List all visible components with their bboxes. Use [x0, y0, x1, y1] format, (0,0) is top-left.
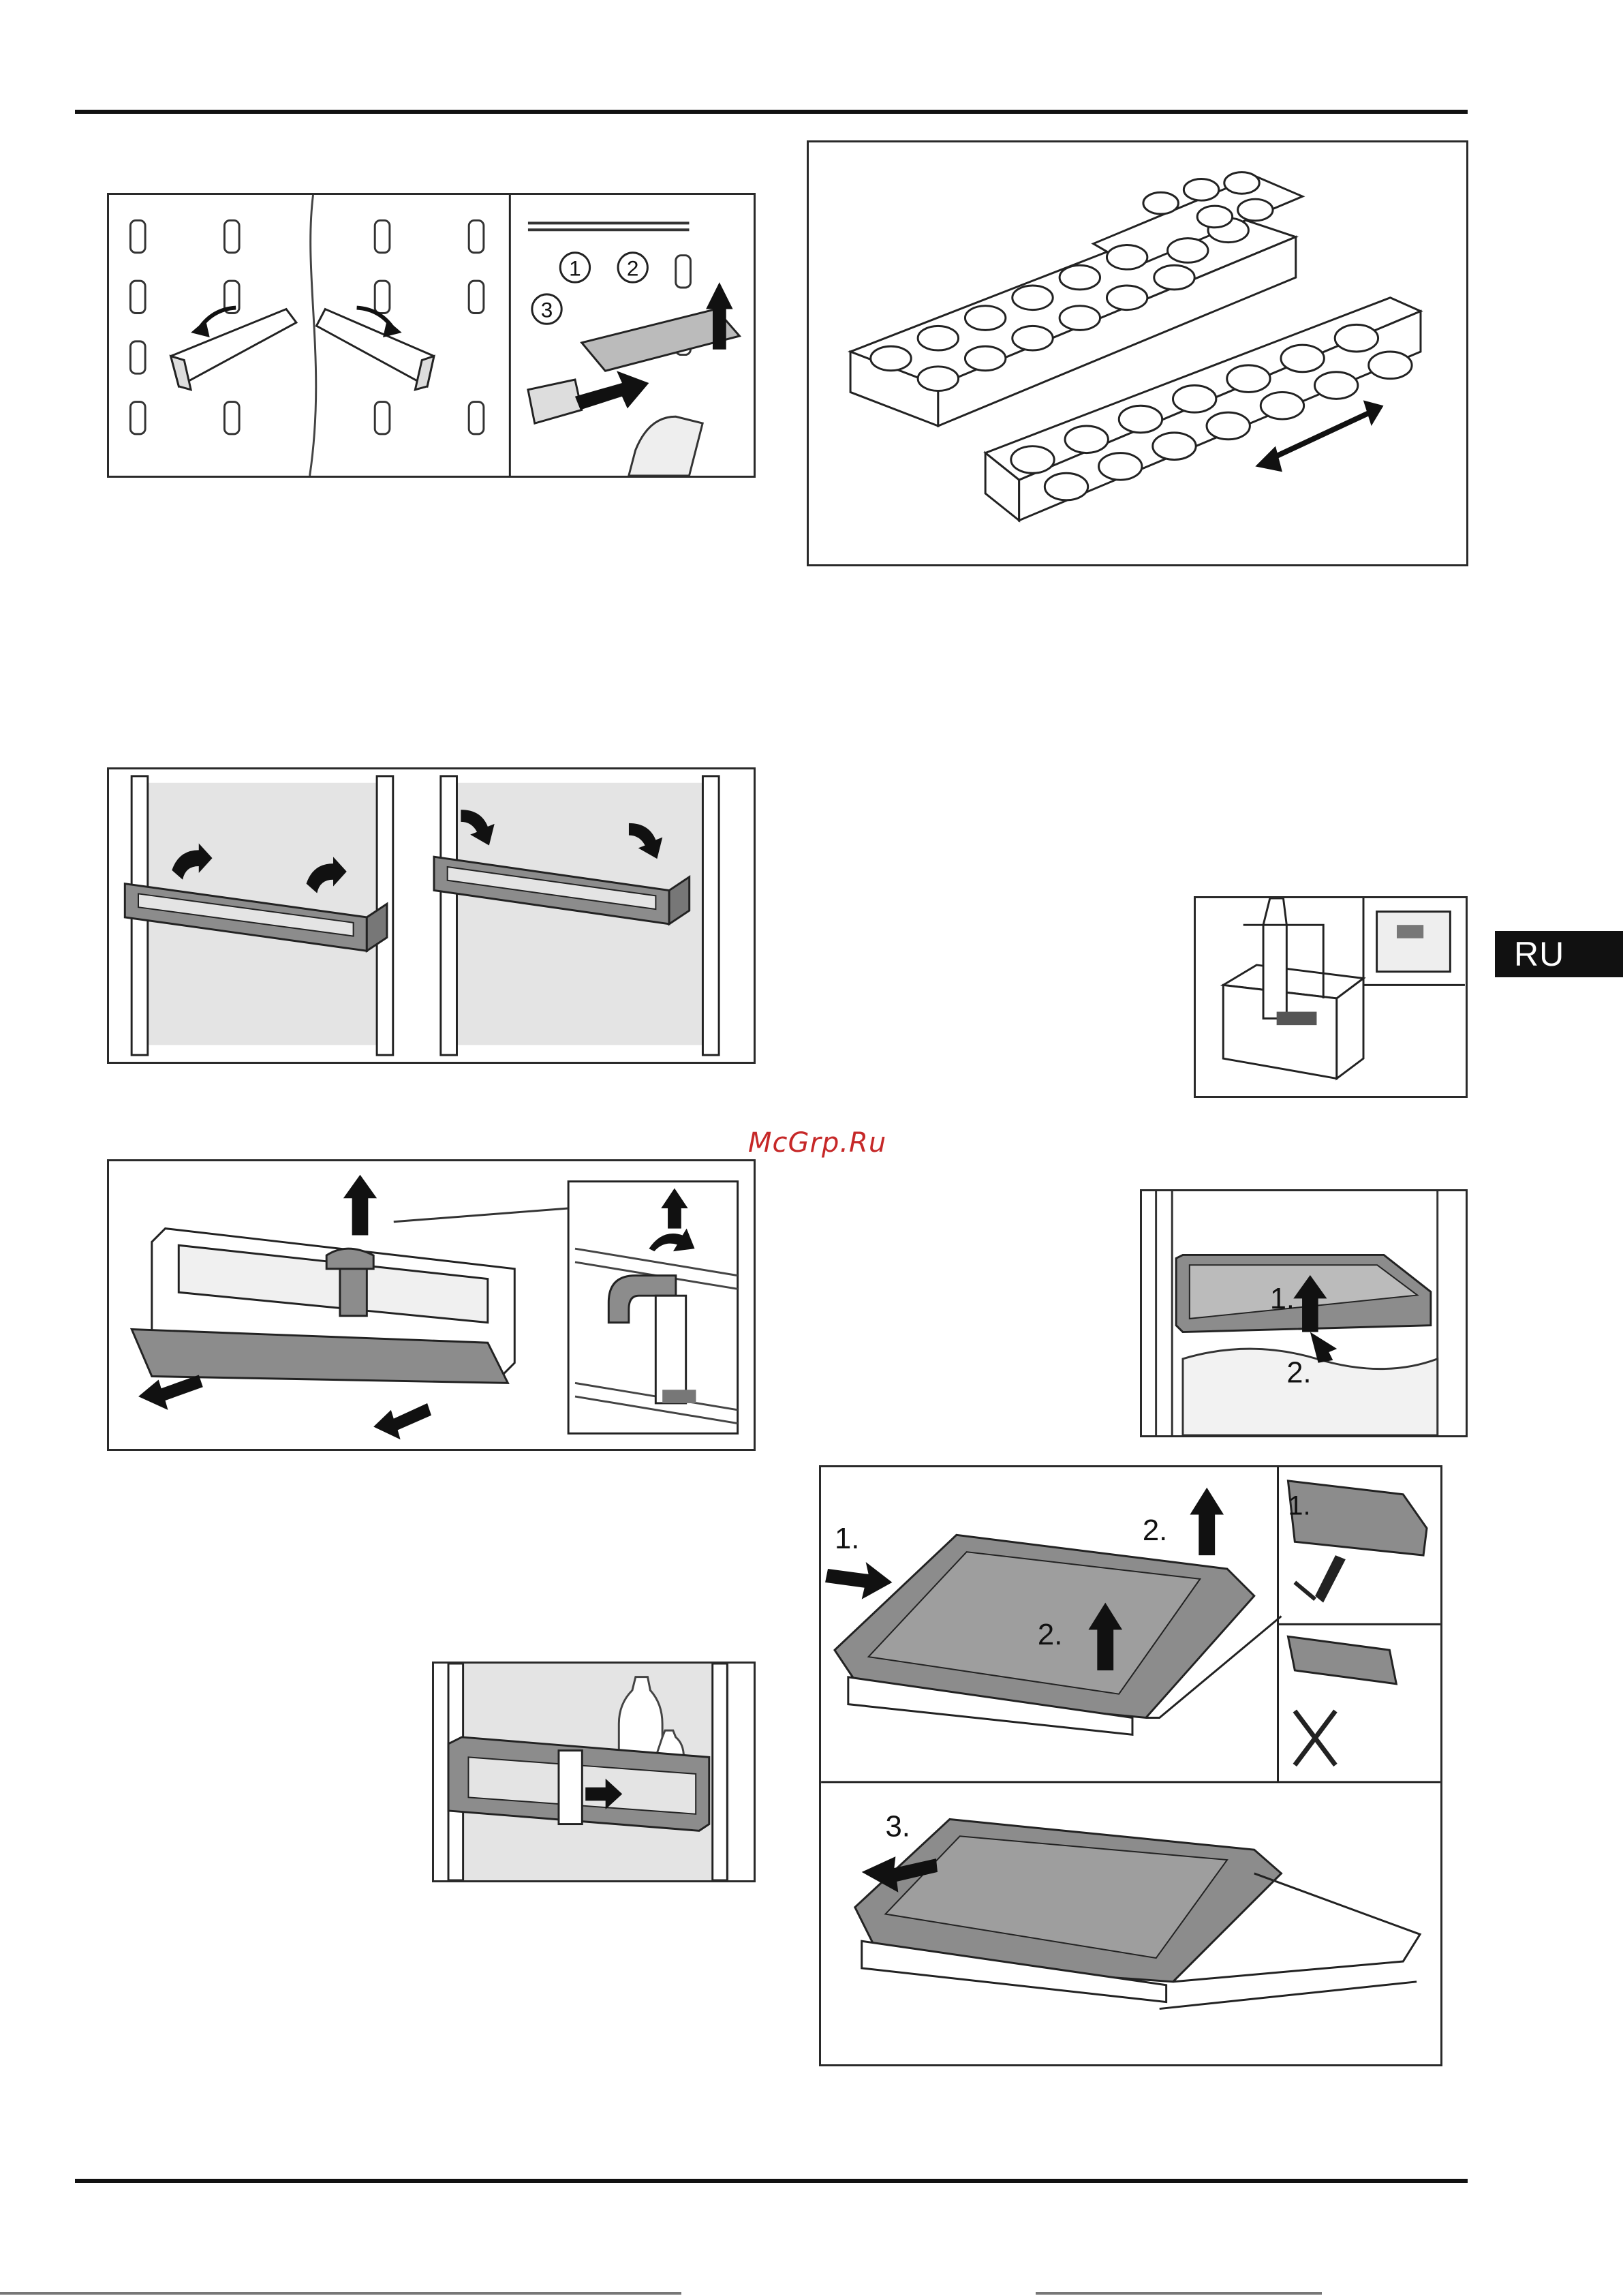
pullout-step-3: 3. [885, 1809, 910, 1843]
pullout-inset-step-1: 1. [1288, 1491, 1310, 1521]
bottle-holder-illustration [434, 1664, 754, 1880]
glass-shelf-step-2: 2. [1286, 1356, 1311, 1389]
glass-shelf-step-1: 1. [1270, 1283, 1295, 1315]
figure-bottle-basket [1194, 896, 1468, 1098]
figure-rack-insert [107, 1159, 756, 1451]
glass-shelf-illustration: 1. 2. [1142, 1191, 1466, 1435]
pullout-shelf-illustration: 1. 2. 2. 1. 3. [821, 1467, 1440, 2064]
figure-door-clips: 1 2 3 [107, 193, 756, 478]
scan-artifact [0, 2292, 681, 2295]
figure-bottle-holder [432, 1662, 756, 1882]
pullout-step-2-center: 2. [1038, 1618, 1062, 1651]
language-tab: RU [1495, 931, 1623, 977]
bottom-rule [75, 2179, 1468, 2183]
bottle-basket-illustration [1196, 898, 1466, 1096]
door-clips-illustration: 1 2 3 [109, 195, 754, 476]
rack-insert-illustration [109, 1161, 754, 1449]
egg-tray-illustration [809, 142, 1466, 564]
pullout-step-1-left: 1. [835, 1522, 859, 1555]
top-rule [75, 110, 1468, 114]
pullout-step-2-top: 2. [1143, 1514, 1167, 1547]
watermark: McGrp.Ru [748, 1127, 886, 1159]
scan-artifact [1036, 2292, 1322, 2295]
right-clip [316, 309, 433, 390]
left-clip [171, 309, 296, 390]
figure-door-rack [107, 767, 756, 1064]
callout-3: 3 [541, 297, 553, 322]
figure-egg-tray [807, 140, 1468, 566]
door-rack-illustration [109, 769, 754, 1062]
figure-glass-shelf: 1. 2. [1140, 1189, 1468, 1437]
callout-1: 1 [569, 256, 581, 280]
callout-2: 2 [627, 256, 639, 280]
figure-pullout-shelf: 1. 2. 2. 1. 3. [819, 1465, 1442, 2066]
